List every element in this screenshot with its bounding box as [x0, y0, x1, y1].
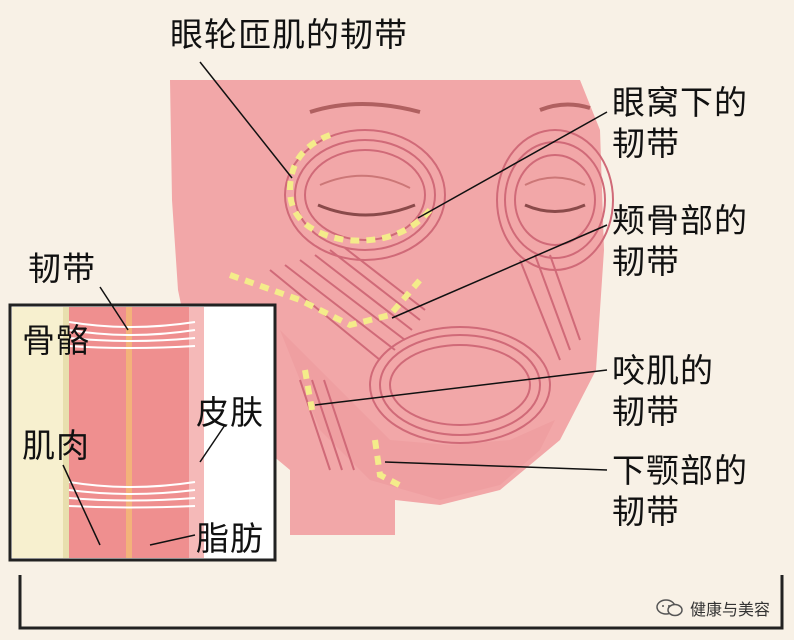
masseter-ligament [302, 369, 315, 411]
bottom-bracket [18, 575, 784, 630]
label-masseter-ligament: 咬肌的韧带 [612, 351, 714, 431]
right-eyebrow [539, 102, 591, 112]
left-eyebrow [309, 102, 421, 114]
leader-lines [199, 61, 608, 471]
muscle-stripe [126, 307, 132, 558]
watermark: 健康与美容 [656, 596, 770, 620]
zygomatic-muscle [269, 247, 581, 361]
inset-label-ligament: 韧带 [28, 249, 96, 288]
orbicularis-ligament [286, 132, 433, 244]
inset-leader-lines [62, 286, 226, 546]
right-eyelid [524, 176, 586, 186]
face-skin [170, 80, 604, 535]
inset-label-fat: 脂肪 [196, 519, 264, 558]
fat-layer [189, 307, 204, 558]
mouth-muscle [299, 326, 551, 471]
bone-edge [63, 307, 69, 558]
bone-layer [12, 307, 67, 558]
label-orbicularis-ligament: 眼轮匝肌的韧带 [170, 15, 408, 54]
inset-panel [8, 286, 277, 562]
face-illustration [170, 61, 614, 535]
inset-label-skin: 皮肤 [196, 393, 264, 432]
inset-label-muscle: 肌肉 [22, 426, 90, 465]
label-zygomatic-ligament: 颊骨部的韧带 [612, 201, 748, 281]
orbicularis-muscle [284, 129, 614, 271]
mandibular-ligament [372, 439, 407, 491]
wechat-icon [656, 599, 683, 617]
inset-label-bone: 骨骼 [22, 321, 90, 360]
zygomatic-ligament [228, 272, 423, 329]
ligament-lines [228, 132, 433, 491]
label-infraorbital-ligament: 眼窝下的韧带 [612, 83, 748, 163]
left-eye [317, 203, 416, 217]
face-lower-shadow [280, 330, 555, 500]
watermark-text: 健康与美容 [689, 600, 770, 619]
left-eyelid [319, 174, 411, 189]
right-eye [524, 203, 586, 213]
label-mandibular-ligament: 下颚部的韧带 [612, 451, 748, 531]
